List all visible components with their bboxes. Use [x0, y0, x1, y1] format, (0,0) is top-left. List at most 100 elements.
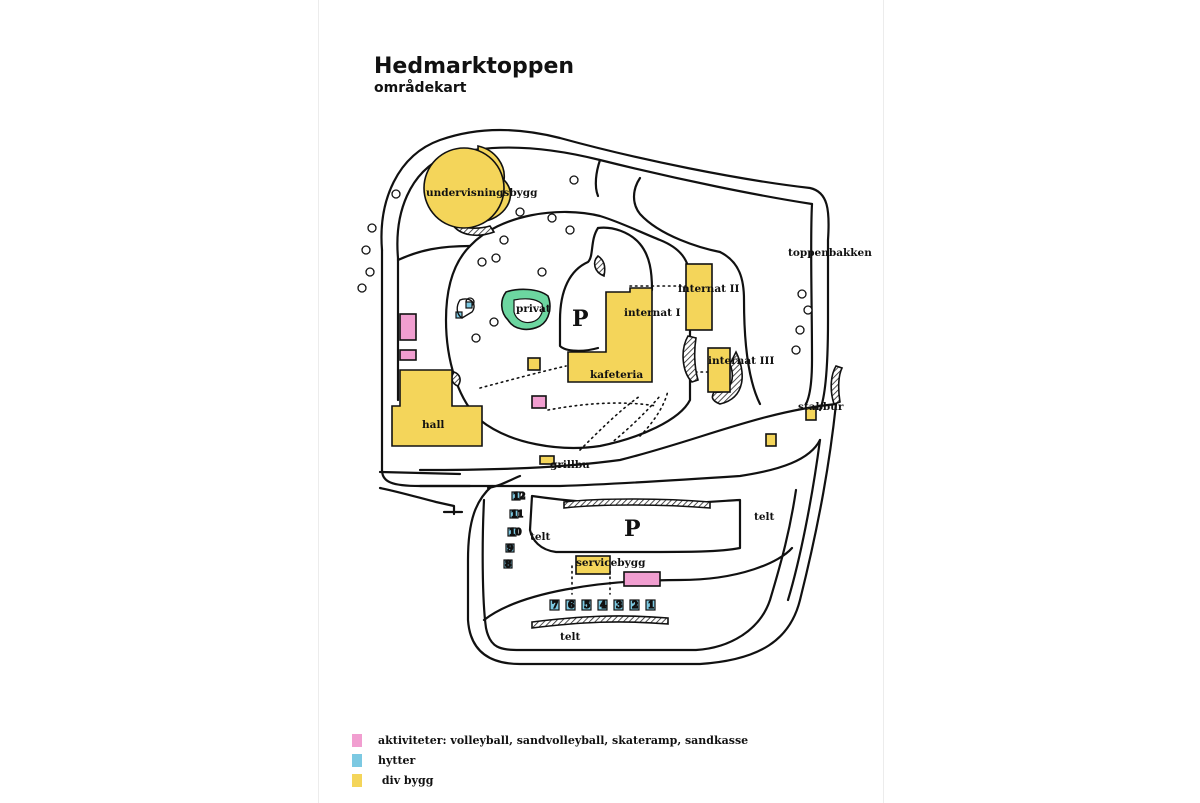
label-telt-left: telt	[530, 531, 551, 543]
activity-sandkasse	[623, 571, 661, 587]
field-top-left	[594, 158, 602, 198]
inner-road-bottom	[481, 488, 798, 652]
cabin-number: 1	[648, 601, 654, 611]
parking-island-right	[596, 226, 654, 292]
legend-item: hytter	[352, 754, 415, 767]
parking-island-top	[558, 226, 600, 352]
legend-label: hytter	[378, 754, 416, 767]
legend-swatch	[352, 734, 362, 747]
cabin-6	[565, 599, 576, 611]
label-privat: privat	[516, 303, 551, 315]
legend-swatch	[352, 754, 362, 767]
map-title: Hedmarktoppen	[374, 54, 575, 79]
cabin-1	[645, 599, 656, 611]
label-servicebygg: servicebygg	[576, 557, 646, 569]
label-parking-bottom: P	[624, 516, 641, 542]
cabin-number: 4	[600, 601, 606, 611]
tree	[569, 175, 579, 185]
right-road-inner	[786, 438, 822, 602]
activity-skateramp	[531, 395, 547, 409]
outer-road-top	[380, 128, 830, 412]
tree	[491, 253, 501, 263]
label-toppenbakken: toppenbakken	[788, 247, 872, 259]
tree	[367, 223, 377, 233]
left-spur-2	[378, 470, 462, 476]
cabin-3	[613, 599, 624, 611]
camp-road	[482, 546, 794, 622]
footpath-3	[579, 395, 641, 451]
cabin-number: 7	[552, 601, 558, 611]
central-loop	[444, 210, 692, 449]
cabin-number: 6	[568, 601, 574, 611]
building-servicebygg	[575, 555, 611, 575]
left-spur-1	[378, 486, 456, 516]
trees	[357, 175, 813, 355]
road-network	[378, 128, 838, 666]
tree	[791, 345, 801, 355]
label-internat-3: internat III	[708, 355, 774, 367]
cabin-5	[581, 599, 592, 611]
link-road	[396, 244, 472, 262]
building-grillbu	[539, 455, 555, 465]
label-hall: hall	[422, 419, 444, 431]
hatch-telt-bottom	[531, 615, 669, 629]
cabin-7	[549, 599, 560, 611]
field-top-right	[632, 176, 722, 254]
mid-road-top	[418, 402, 838, 472]
legend-swatch	[352, 774, 362, 787]
label-undervisningsbygg: undervisningsbygg	[426, 187, 538, 199]
map-labels: undervisningsbygg toppenbakken internat …	[422, 187, 872, 643]
building-internat-2	[685, 263, 713, 331]
hatch-internat-right	[711, 350, 743, 405]
footpath-2	[547, 402, 657, 411]
cabin-2	[629, 599, 640, 611]
activity-volleyball	[399, 313, 417, 341]
tree	[803, 305, 813, 315]
left-road-outer	[380, 248, 472, 488]
tree	[795, 325, 805, 335]
cabin-10	[507, 527, 517, 537]
tree	[357, 283, 367, 293]
cabin-12	[511, 491, 521, 501]
internat-road	[718, 250, 762, 406]
cabin-number: 8	[505, 560, 511, 570]
tree	[365, 267, 375, 277]
building-stabbur	[805, 407, 817, 421]
tree	[471, 333, 481, 343]
map-subtitle: områdekart	[374, 80, 467, 96]
mid-road-bottom	[418, 438, 822, 488]
label-telt-bottom: telt	[560, 631, 581, 643]
toppenbakken-road	[804, 202, 814, 406]
cabin-number: 11	[511, 510, 524, 520]
activity-areas	[399, 313, 661, 587]
tree	[391, 189, 401, 199]
cabin-number: 3	[616, 601, 622, 611]
label-telt-right: telt	[754, 511, 775, 523]
footpath-1	[479, 365, 567, 389]
cabin-number: 12	[513, 492, 526, 502]
hatched-areas	[449, 222, 844, 629]
cabins-top-outline	[456, 298, 475, 319]
tree	[797, 289, 807, 299]
cabin-road-link	[486, 474, 522, 490]
tree	[547, 213, 557, 223]
hatch-parking-bottom	[563, 498, 711, 509]
tree	[489, 317, 499, 327]
cabin-number: 5	[584, 601, 590, 611]
footpath-5	[639, 389, 669, 437]
cabin-number: 2	[632, 601, 638, 611]
label-parking-top: P	[572, 306, 589, 332]
cabin-number: 9	[507, 544, 513, 554]
legend-label: div bygg	[378, 774, 434, 787]
cabin-9	[505, 543, 515, 553]
building-internat-3	[707, 347, 731, 393]
buildings	[391, 144, 817, 575]
legend-label: aktiviteter: volleyball, sandvolleyball,…	[378, 734, 749, 747]
legend-item: aktiviteter: volleyball, sandvolleyball,…	[352, 734, 748, 747]
inner-road-top	[396, 146, 814, 260]
label-stabbur: stabbur	[798, 401, 844, 413]
building-small-1	[527, 357, 541, 371]
private-area-inner	[513, 298, 544, 324]
